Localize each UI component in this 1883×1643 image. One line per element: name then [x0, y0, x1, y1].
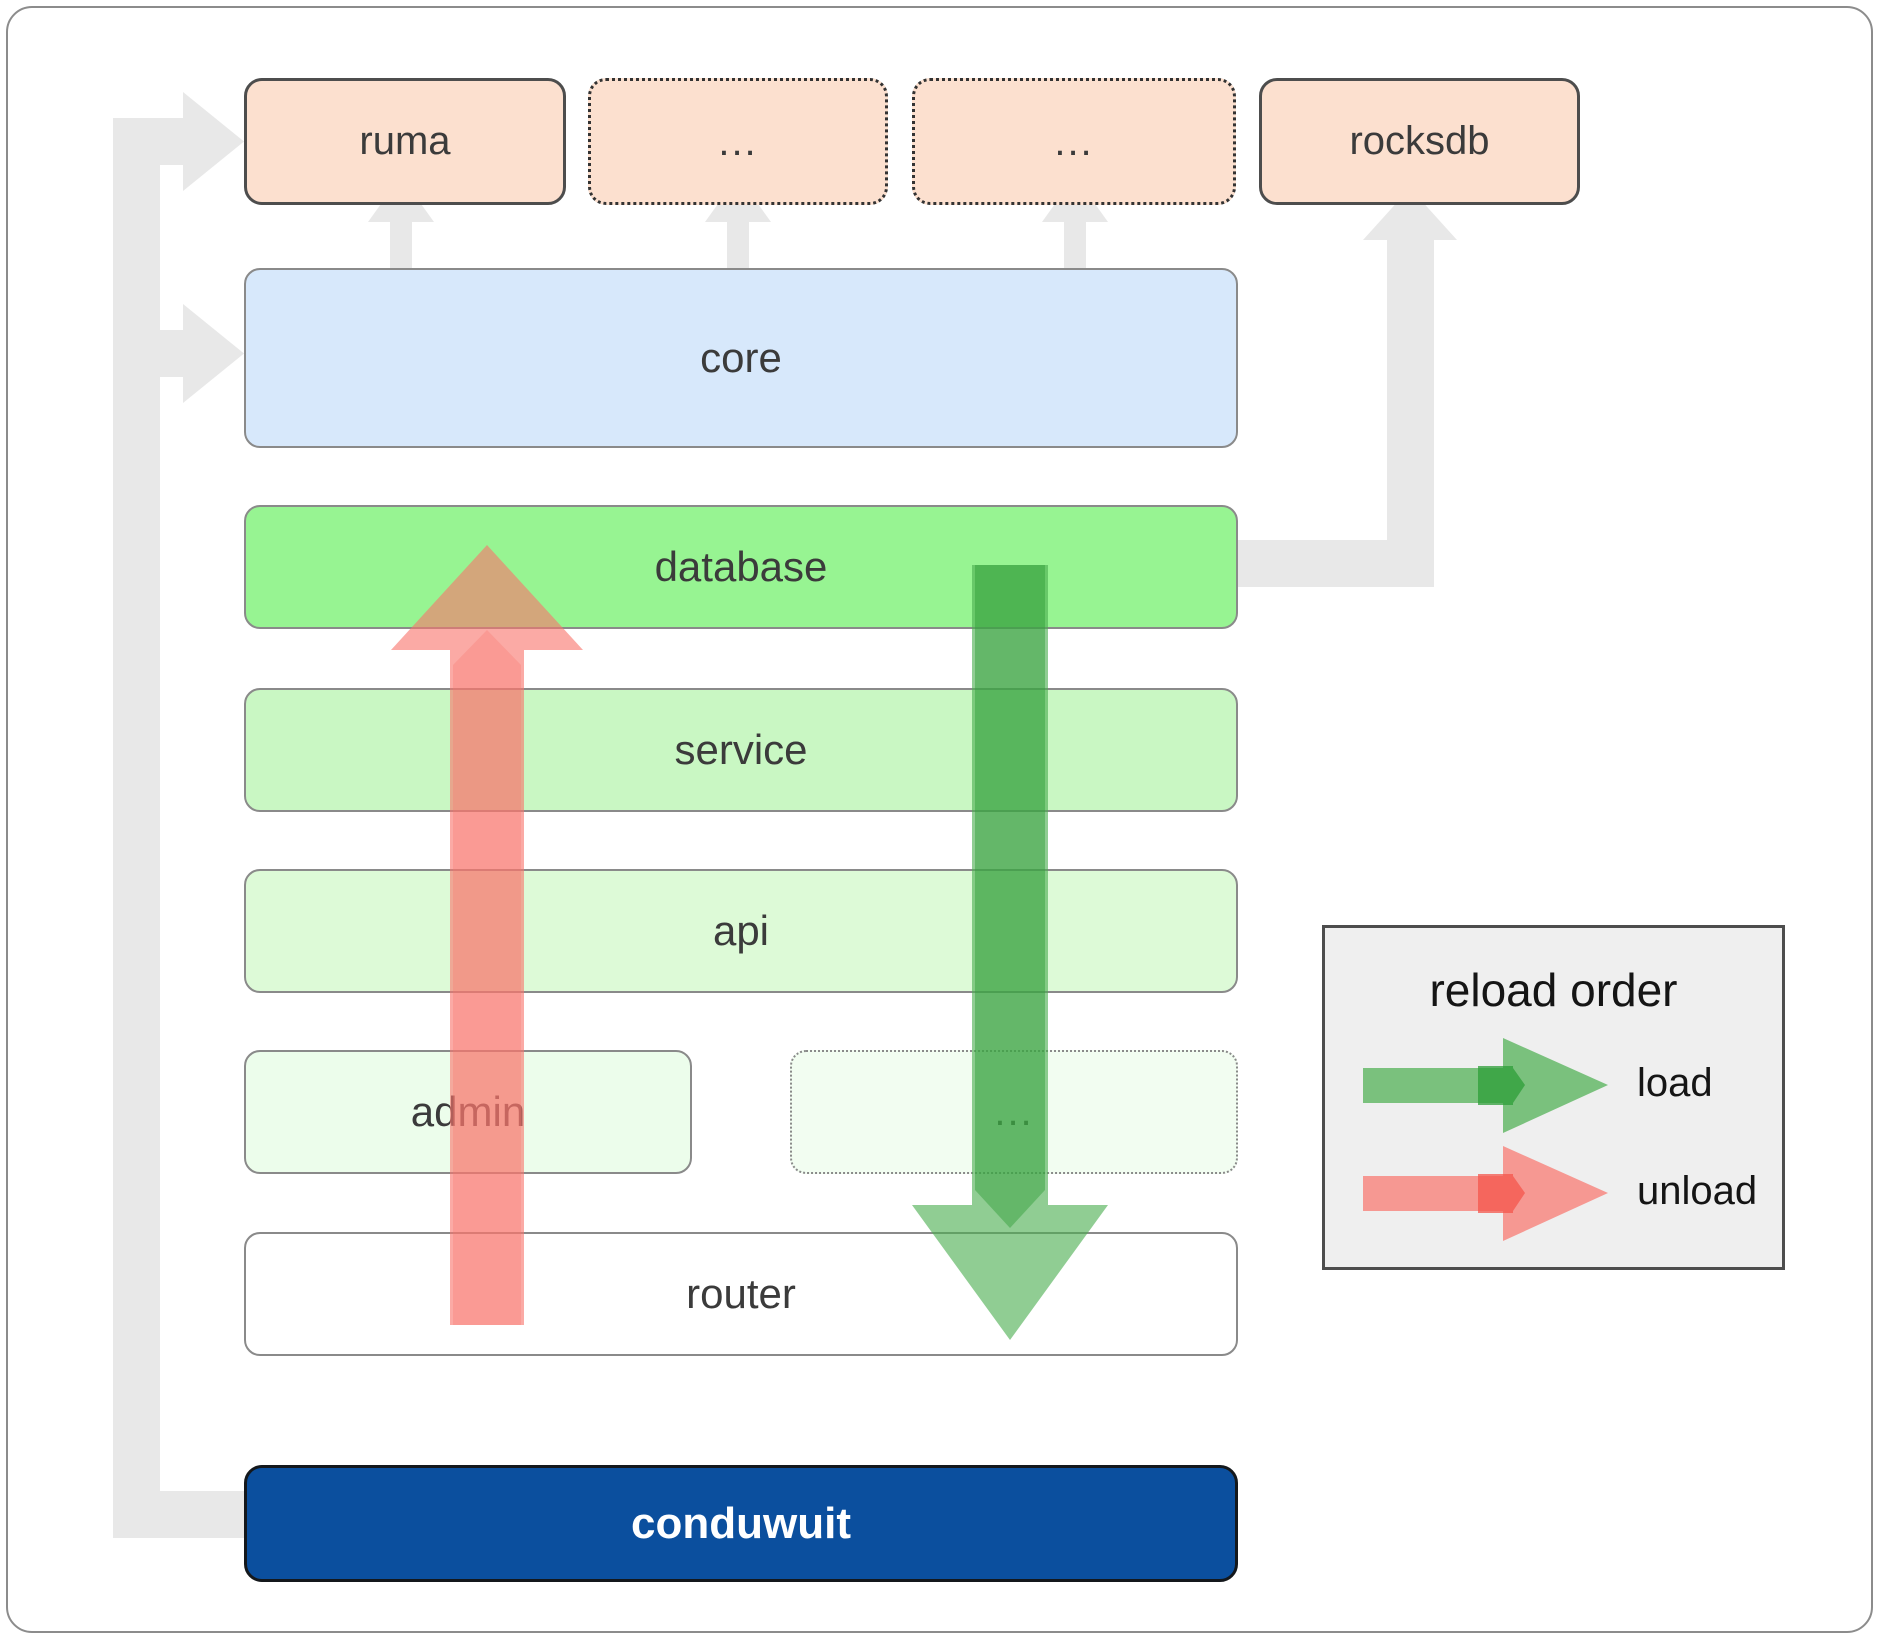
crate-node-database[interactable]: database [244, 505, 1238, 629]
dependency-node-ruma[interactable]: ruma [244, 78, 566, 205]
legend-title: reload order [1429, 964, 1678, 1016]
node-label: router [686, 1270, 796, 1317]
node-label: api [712, 907, 770, 954]
crate-node-core[interactable]: core [244, 268, 1238, 448]
dependency-node-more-2[interactable]: ... [912, 78, 1236, 205]
node-label: conduwuit [631, 1498, 851, 1548]
legend-unload-arrow-icon [1363, 1146, 1608, 1241]
node-label: database [654, 543, 828, 590]
dependency-node-more-1[interactable]: ... [588, 78, 888, 205]
node-label: ruma [359, 119, 451, 163]
ellipsis-label: ... [1054, 119, 1094, 164]
ellipsis-label: ... [994, 1090, 1034, 1134]
crate-node-admin[interactable]: admin [244, 1050, 692, 1174]
crate-node-conduwuit[interactable]: conduwuit [244, 1465, 1238, 1582]
crate-node-router[interactable]: router [244, 1232, 1238, 1356]
node-label: core [700, 334, 782, 381]
node-label: service [674, 726, 808, 773]
legend-load-label: load [1637, 1061, 1713, 1105]
crate-node-api[interactable]: api [244, 869, 1238, 993]
node-label: admin [410, 1088, 526, 1135]
crate-node-service[interactable]: service [244, 688, 1238, 812]
legend-panel: reload order load unload [1322, 925, 1785, 1270]
legend-load-arrow-icon [1363, 1038, 1608, 1133]
crate-node-more[interactable]: ... [790, 1050, 1238, 1174]
legend-unload-label: unload [1637, 1169, 1758, 1213]
ellipsis-label: ... [718, 119, 758, 164]
node-label: rocksdb [1349, 119, 1490, 163]
dependency-node-rocksdb[interactable]: rocksdb [1259, 78, 1580, 205]
